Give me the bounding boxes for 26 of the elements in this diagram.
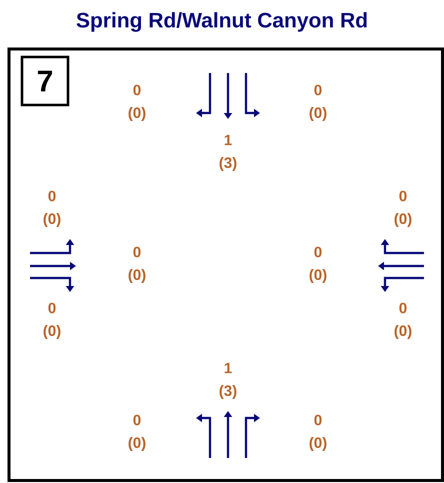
count-label: (0) <box>128 437 146 451</box>
count-label: 0 <box>133 246 141 258</box>
count-label: 1 <box>224 362 232 374</box>
count-label: 0 <box>133 414 141 426</box>
count-label: 0 <box>314 414 322 426</box>
title: Spring Rd/Walnut Canyon Rd <box>76 12 367 32</box>
count-label: (0) <box>44 325 60 339</box>
count-label: (3) <box>220 157 236 171</box>
count-label: 1 <box>224 134 232 146</box>
count-label: 0 <box>314 84 322 96</box>
count-label: (0) <box>310 437 326 451</box>
count-label: (3) <box>220 385 236 399</box>
count-label: 0 <box>399 190 407 202</box>
count-label: (0) <box>128 107 146 121</box>
count-label: (0) <box>44 213 60 227</box>
count-label: (0) <box>128 269 146 283</box>
count-label: (0) <box>394 213 412 227</box>
count-label: (0) <box>310 269 326 283</box>
site-number-box: 7 <box>20 56 70 106</box>
count-label: 0 <box>48 302 56 314</box>
count-label: 0 <box>399 302 407 314</box>
count-label: 0 <box>314 246 322 258</box>
count-label: (0) <box>394 325 412 339</box>
count-label: 0 <box>48 190 56 202</box>
count-label: (0) <box>310 107 326 121</box>
count-label: 0 <box>133 84 141 96</box>
